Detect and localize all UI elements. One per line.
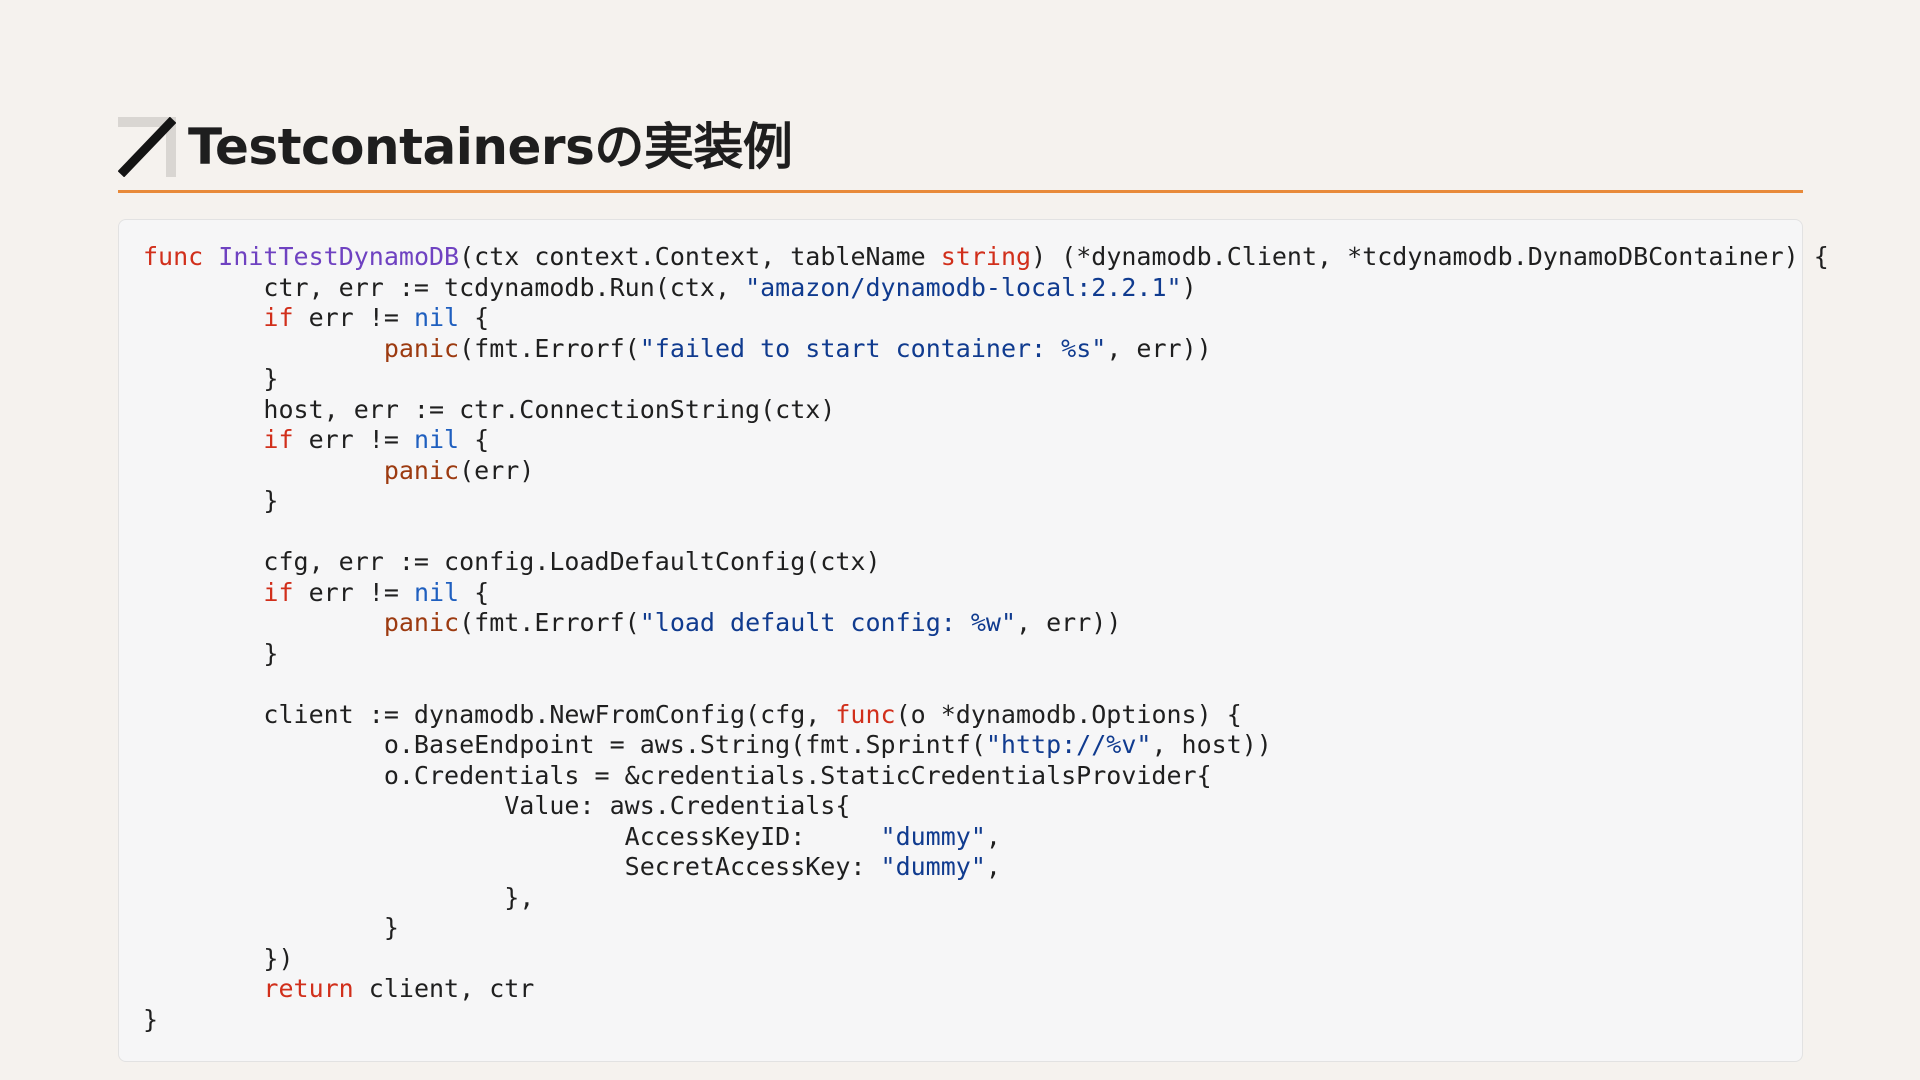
code-token: host, err := ctr.ConnectionString(ctx): [143, 394, 836, 424]
code-token: }: [143, 638, 279, 668]
code-token: }: [143, 486, 279, 515]
code-line: func InitTestDynamoDB(ctx context.Contex…: [143, 242, 1829, 273]
code-token: func: [835, 699, 896, 729]
code-token: ) (*dynamodb.Client, *tcdynamodb.DynamoD…: [1031, 242, 1829, 271]
code-token: },: [143, 882, 535, 912]
code-line: }: [143, 486, 1778, 517]
code-line: }: [143, 1005, 1778, 1036]
code-line: },: [143, 883, 1778, 914]
code-token: nil: [413, 577, 460, 607]
code-token: [143, 425, 263, 454]
code-token: [143, 456, 384, 485]
code-line: [143, 669, 1778, 700]
slash-logo-icon: [118, 117, 176, 177]
code-token: [203, 242, 218, 271]
code-token: err !=: [293, 577, 414, 607]
code-token: [143, 334, 384, 363]
code-line: ctr, err := tcdynamodb.Run(ctx, "amazon/…: [143, 273, 1778, 304]
code-line: }: [143, 913, 1778, 944]
code-token: [143, 303, 263, 332]
title-underline: [118, 190, 1803, 193]
code-token: cfg, err := config.LoadDefaultConfig(ctx…: [143, 547, 881, 576]
code-token: }): [143, 943, 294, 973]
code-line: panic(fmt.Errorf("load default config: %…: [143, 608, 1778, 639]
code-token: func: [143, 242, 204, 271]
code-line: host, err := ctr.ConnectionString(ctx): [143, 395, 1778, 426]
code-token: "load default config: %w": [639, 608, 1017, 637]
code-token: {: [459, 425, 490, 454]
code-line: panic(err): [143, 456, 1778, 487]
code-line: }: [143, 639, 1778, 670]
code-token: panic: [383, 455, 460, 485]
code-token: Value: aws.Credentials{: [143, 791, 851, 820]
code-token: (fmt.Errorf(: [459, 333, 640, 363]
code-token: o.BaseEndpoint = aws.String(fmt.Sprintf(: [143, 730, 986, 759]
code-token: ,: [985, 821, 1001, 851]
code-token: , host)): [1151, 730, 1272, 759]
code-token: nil: [413, 303, 460, 332]
code-token: [143, 974, 263, 1003]
code-token: client := dynamodb.NewFromConfig(cfg,: [143, 699, 836, 729]
code-block: func InitTestDynamoDB(ctx context.Contex…: [118, 219, 1829, 1062]
code-token: ): [1181, 272, 1197, 302]
code-line: SecretAccessKey: "dummy",: [143, 852, 1778, 883]
code-token: SecretAccessKey:: [143, 852, 881, 881]
code-token: o.Credentials = &credentials.StaticCrede…: [143, 760, 1212, 790]
code-token: (ctx context.Context, tableName: [459, 242, 941, 271]
code-token: "dummy": [880, 852, 986, 881]
code-line: if err != nil {: [143, 303, 1778, 334]
page-title: Testcontainersの実装例: [188, 118, 793, 176]
code-token: , err)): [1106, 333, 1212, 363]
code-token: AccessKeyID:: [143, 821, 881, 851]
code-token: client, ctr: [353, 974, 535, 1003]
code-line: if err != nil {: [143, 578, 1778, 609]
code-token: err !=: [293, 303, 414, 332]
code-token: InitTestDynamoDB: [218, 242, 460, 271]
code-line: AccessKeyID: "dummy",: [143, 822, 1778, 853]
code-token: return: [263, 974, 354, 1003]
code-line: if err != nil {: [143, 425, 1778, 456]
code-token: (err): [459, 455, 535, 485]
code-token: "amazon/dynamodb-local:2.2.1": [745, 272, 1182, 302]
code-token: panic: [383, 333, 460, 363]
code-token: (fmt.Errorf(: [459, 608, 640, 637]
code-line: client := dynamodb.NewFromConfig(cfg, fu…: [143, 700, 1778, 731]
code-token: "dummy": [880, 821, 986, 851]
code-line: return client, ctr: [143, 974, 1778, 1005]
code-line: Value: aws.Credentials{: [143, 791, 1778, 822]
code-token: , err)): [1016, 608, 1122, 637]
code-token: if: [263, 303, 294, 332]
code-token: [143, 608, 384, 637]
code-token: {: [459, 303, 490, 332]
code-token: if: [263, 425, 294, 454]
code-line: o.BaseEndpoint = aws.String(fmt.Sprintf(…: [143, 730, 1778, 761]
code-line: }: [143, 364, 1778, 395]
code-token: panic: [383, 608, 460, 637]
code-line: panic(fmt.Errorf("failed to start contai…: [143, 334, 1778, 365]
code-token: nil: [413, 425, 460, 454]
code-token: ,: [985, 852, 1001, 881]
code-token: err !=: [293, 425, 414, 454]
code-listing: func InitTestDynamoDB(ctx context.Contex…: [143, 242, 1829, 1036]
code-line: cfg, err := config.LoadDefaultConfig(ctx…: [143, 547, 1778, 578]
code-token: {: [459, 577, 490, 607]
code-token: (o *dynamodb.Options) {: [895, 699, 1242, 729]
code-token: }: [143, 364, 279, 393]
code-token: "http://%v": [985, 730, 1152, 759]
code-line: o.Credentials = &credentials.StaticCrede…: [143, 761, 1778, 792]
code-token: }: [143, 1004, 159, 1034]
code-line: [143, 517, 1778, 548]
code-token: [143, 578, 263, 607]
code-token: "failed to start container: %s": [639, 333, 1107, 363]
code-token: ctr, err := tcdynamodb.Run(ctx,: [143, 272, 746, 302]
code-line: }): [143, 944, 1778, 975]
code-token: }: [143, 913, 399, 942]
code-token: string: [940, 242, 1032, 271]
code-token: if: [263, 577, 294, 607]
slide-header: Testcontainersの実装例: [118, 112, 793, 182]
